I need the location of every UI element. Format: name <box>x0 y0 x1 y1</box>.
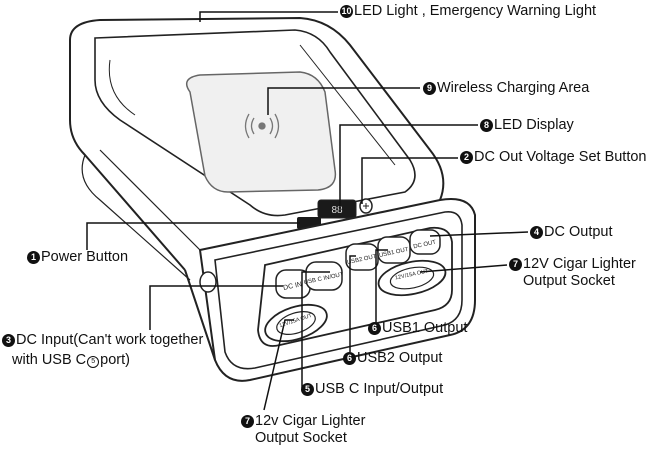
leader-dc-output <box>429 231 529 237</box>
callout-text: 12v Cigar Lighter <box>255 413 366 429</box>
usb2-port[interactable]: USB2 OUT <box>345 243 379 271</box>
callout-text-line2: Output Socket <box>255 430 347 446</box>
usb1-port[interactable]: USB1 OUT <box>377 236 411 264</box>
callout-number: 9 <box>423 82 436 95</box>
wireless-icon <box>244 113 280 139</box>
callout-number: 7 <box>241 415 254 428</box>
leader-wireless <box>267 87 420 115</box>
callout-text: LED Display <box>494 117 574 133</box>
callout-text: DC Out Voltage Set Button <box>474 149 647 165</box>
leader-usb2 <box>349 255 356 352</box>
wireless-charging-pad <box>185 71 337 193</box>
dc-out-port[interactable]: DC OUT <box>409 229 441 255</box>
led-display: 88 <box>317 199 357 219</box>
callout-text-line2: Output Socket <box>523 273 615 289</box>
leader-led-light <box>199 11 338 22</box>
cigar-socket-right[interactable]: 12V/15A OUT <box>375 255 448 300</box>
leader-dc-input <box>149 285 283 330</box>
callout-number: 1 <box>27 251 40 264</box>
callout-text: Wireless Charging Area <box>437 80 590 96</box>
display-digits: 88 <box>331 205 343 216</box>
leader-led-display <box>339 124 478 210</box>
strap-hole <box>199 271 217 293</box>
callout-text: 12V Cigar Lighter <box>523 256 636 272</box>
callout-number: 7 <box>509 258 522 271</box>
callout-number: 6 <box>368 322 381 335</box>
leader-cigar-right <box>419 264 508 273</box>
callout-number: 10 <box>340 5 353 18</box>
inline-number: 5 <box>87 356 100 368</box>
callout-number: 6 <box>343 352 356 365</box>
callout-text: USB C Input/Output <box>315 381 444 397</box>
cigar-socket-left[interactable]: 12V/15A OUT <box>261 298 332 348</box>
dc-out-label: DC OUT <box>413 240 437 251</box>
leader-lines <box>86 11 529 411</box>
callout-number: 4 <box>530 226 543 239</box>
callout-number: 2 <box>460 151 473 164</box>
leader-cigar-left <box>263 319 294 411</box>
callout-number: 8 <box>480 119 493 132</box>
dc-in-label: DC IN <box>283 281 303 292</box>
leader-usb1 <box>375 249 388 323</box>
callout-text: DC Output <box>544 224 613 240</box>
dc-voltage-set-button[interactable] <box>359 198 373 214</box>
callout-number: 3 <box>2 334 15 347</box>
callout-text: USB1 Output <box>382 320 468 336</box>
leader-power <box>86 222 300 250</box>
callout-text: LED Light , Emergency Warning Light <box>354 3 597 19</box>
callout-number: 5 <box>301 383 314 396</box>
callout-text: USB2 Output <box>357 350 443 366</box>
leader-dc-set <box>361 157 458 204</box>
leader-usbc <box>301 271 330 388</box>
callout-text: DC Input(Can't work together <box>16 332 204 348</box>
usb-c-port[interactable]: USB C IN/OUT <box>303 261 344 291</box>
callout-text: Power Button <box>41 249 129 265</box>
